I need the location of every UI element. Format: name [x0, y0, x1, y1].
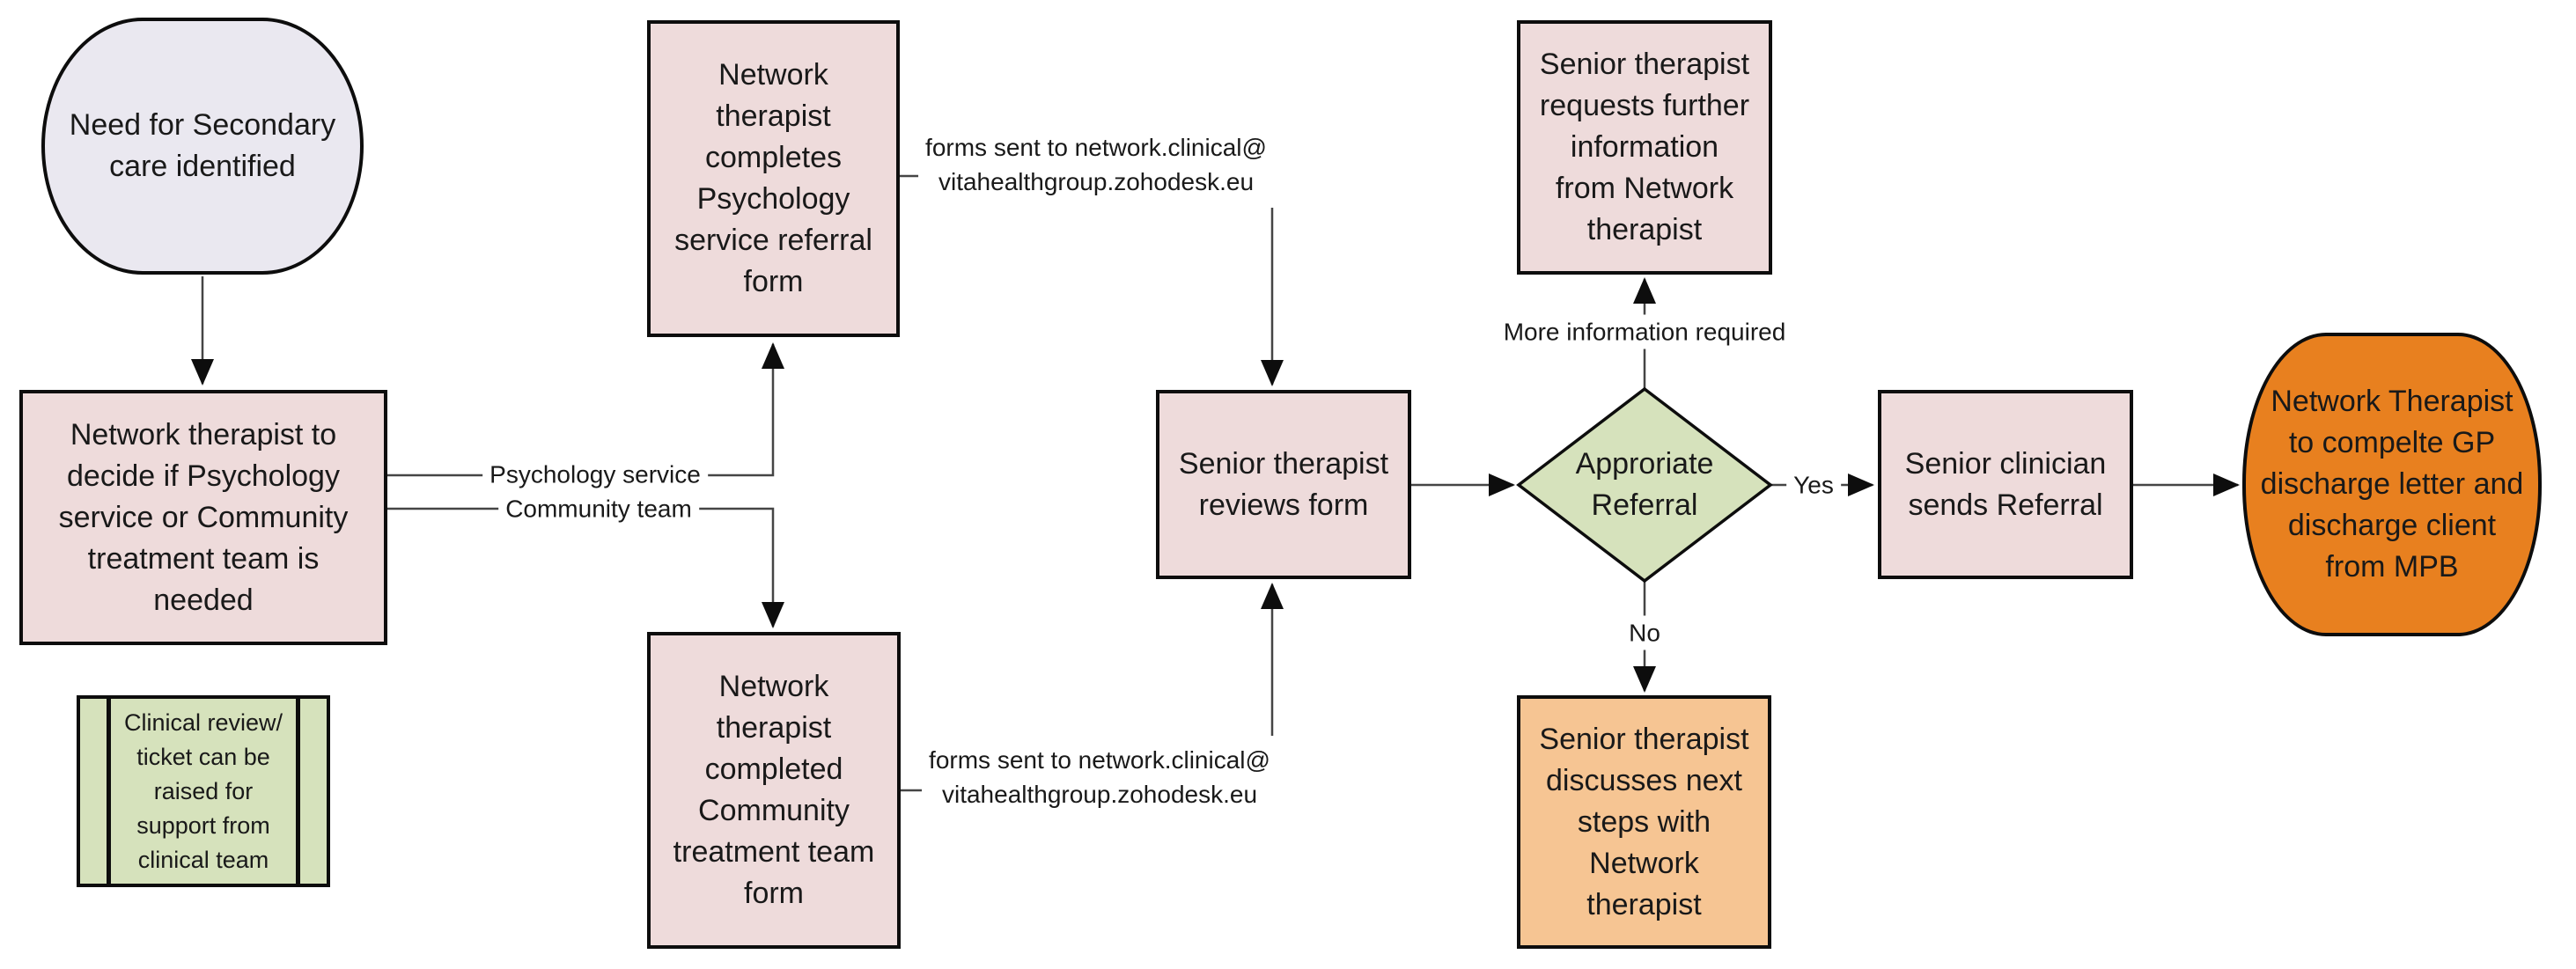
node-decision-label: Approriate Referral	[1575, 447, 1714, 522]
node-requests-info-label: Senior therapist requests further inform…	[1539, 48, 1750, 246]
node-community-form-label: Network therapist completed Community tr…	[673, 670, 875, 910]
node-discusses-label: Senior therapist discusses next steps wi…	[1539, 722, 1749, 921]
node-start-label: Need for Secondary care identified	[69, 108, 336, 183]
node-discusses-next-steps: Senior therapist discusses next steps wi…	[1517, 695, 1771, 949]
node-clinical-note-label: Clinical review/ ticket can be raised fo…	[123, 708, 283, 873]
label-forms-sent-bottom: forms sent to network.clinical@ vitaheal…	[922, 743, 1277, 811]
decision-diamond-shape	[1516, 386, 1773, 584]
node-decide-process: Network therapist to decide if Psycholog…	[19, 390, 387, 645]
node-psychology-form-label: Network therapist completes Psychology s…	[674, 58, 872, 298]
node-discharge-terminator: Network Therapist to compelte GP dischar…	[2242, 333, 2542, 636]
node-requests-info: Senior therapist requests further inform…	[1517, 20, 1772, 275]
predefined-process-bar-right	[296, 698, 300, 885]
node-community-form: Network therapist completed Community tr…	[647, 632, 901, 949]
label-community-team: Community team	[498, 491, 699, 526]
node-reviews-form: Senior therapist reviews form	[1156, 390, 1411, 579]
node-start-terminator: Need for Secondary care identified	[41, 18, 364, 275]
label-psychology-service: Psychology service	[482, 457, 708, 492]
node-psychology-form: Network therapist completes Psychology s…	[647, 20, 900, 337]
label-yes: Yes	[1786, 467, 1841, 503]
label-forms-sent-top: forms sent to network.clinical@ vitaheal…	[918, 130, 1274, 199]
node-decision-diamond: Approriate Referral	[1519, 389, 1770, 581]
predefined-process-bar-left	[107, 698, 111, 885]
node-clinical-note: Clinical review/ ticket can be raised fo…	[77, 695, 330, 887]
node-reviews-form-label: Senior therapist reviews form	[1178, 446, 1389, 522]
node-sends-referral-label: Senior clinician sends Referral	[1904, 446, 2107, 522]
connector-decide-to-psychology	[387, 342, 784, 477]
node-sends-referral: Senior clinician sends Referral	[1878, 390, 2133, 579]
node-discharge-label: Network Therapist to compelte GP dischar…	[2260, 385, 2524, 584]
node-decide-label: Network therapist to decide if Psycholog…	[58, 417, 349, 617]
label-more-information: More information required	[1496, 314, 1793, 349]
label-no: No	[1622, 615, 1667, 650]
connector-decide-to-community	[387, 507, 784, 628]
